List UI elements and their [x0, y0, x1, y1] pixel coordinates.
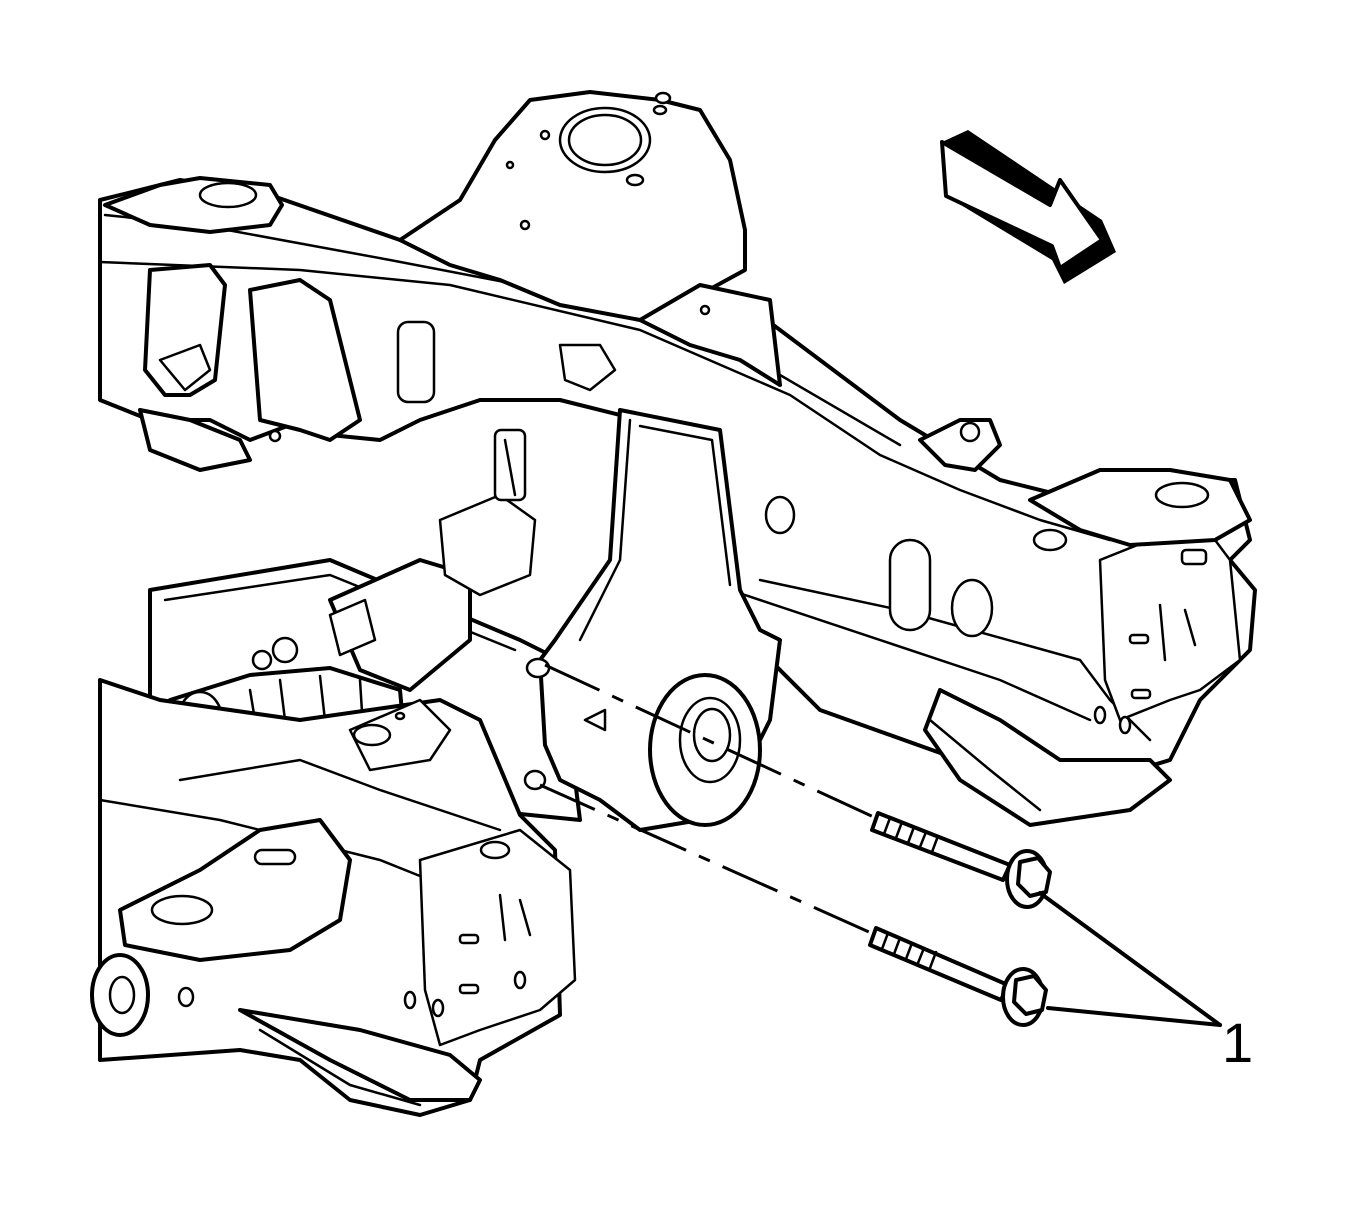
front-frame-section: [90, 678, 577, 1117]
shock-tower: [398, 90, 782, 387]
bolt-upper: [544, 663, 1052, 909]
side-bracket: [523, 408, 782, 832]
bolt-lower: [539, 783, 1048, 1027]
front-direction-arrow-icon: [940, 130, 1116, 284]
callout-1: 1: [1038, 891, 1253, 1074]
left-upper-mount: [103, 176, 617, 472]
callout-number: 1: [1222, 1011, 1253, 1074]
